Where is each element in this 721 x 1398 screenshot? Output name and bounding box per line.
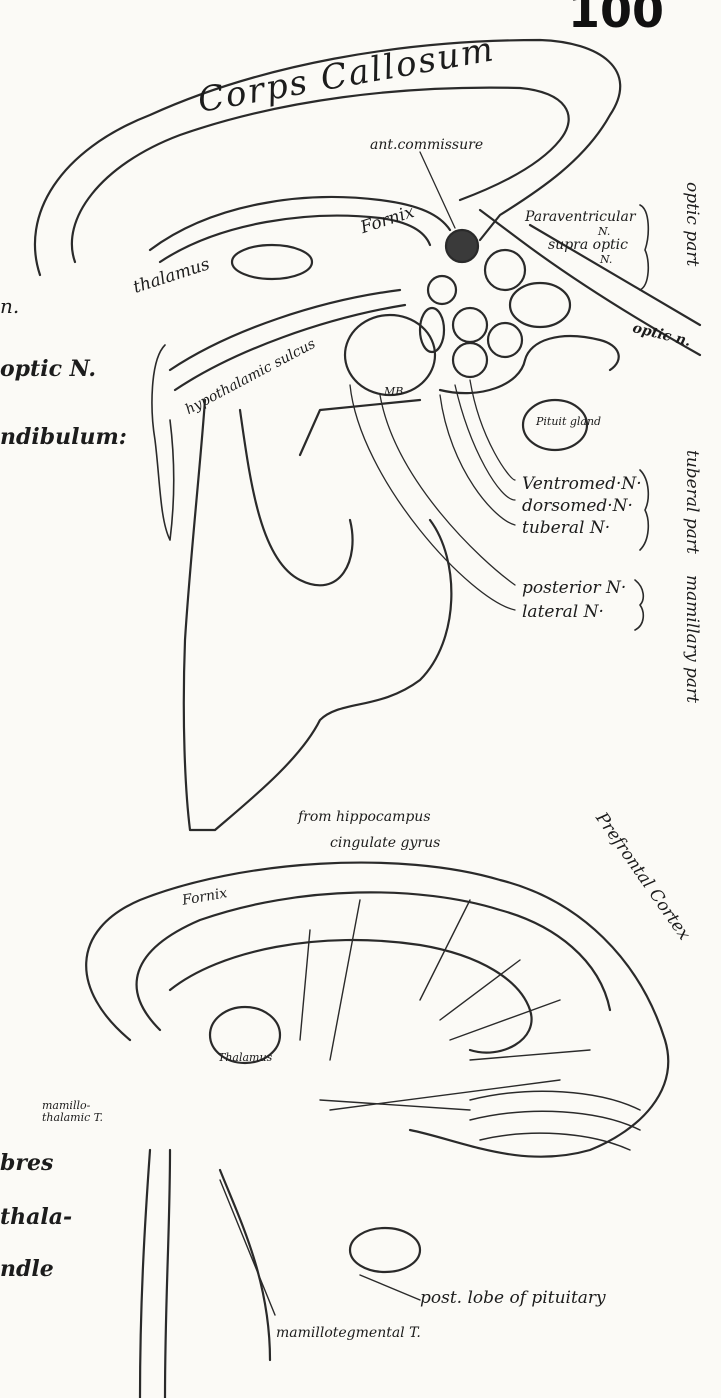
cerebellum-stripes [470,1091,640,1150]
supra-optic-n-label: N. [600,254,612,265]
nucleus-circle [488,323,522,357]
mamillo-thalamic-label: mamillo-thalamic T. [42,1100,122,1123]
mamillary-body-outline [345,315,435,395]
paraventricular-nucleus [485,250,525,290]
brace-optic [640,205,648,290]
optic-part-label: optic part [683,182,700,266]
arrows-prefrontal [420,900,590,1060]
ventricle-outline [184,400,452,830]
brain-inner-gyrus [137,892,610,1030]
ventromed-label: Ventromed·N· [522,476,642,493]
from-hippocampus-label: from hippocampus [298,810,431,824]
corpus-callosum-inner [72,88,569,262]
post-lobe-label: post. lobe of pituitary [420,1290,606,1307]
nucleus-circle [453,343,487,377]
left-thala-label: thala- [0,1206,72,1228]
callosum-arch-bottom [170,940,532,1053]
hypothalamic-sulcus [170,290,405,390]
nucleus-circle [428,276,456,304]
mamillary-part-label: mamillary part [683,575,700,703]
thalamus-bottom-label: Thalamus [218,1052,272,1063]
ant-commissure-dot [446,230,478,262]
left-bracket [152,345,174,540]
nucleus-ellipse [420,308,444,352]
tuberal-part-label: tuberal part [683,450,700,554]
pituitary-posterior-lobe [350,1228,420,1272]
left-na-label: n. [0,296,19,316]
cingulate-gyrus-label: cingulate gyrus [330,836,440,850]
posterior-n-label: posterior N· [522,580,626,597]
paraventricular-n-label: N. [598,226,610,237]
fibre-lines [220,900,560,1315]
supra-optic-nucleus [510,283,570,327]
mamillotegmental-label: mamillotegmental T. [276,1326,421,1340]
left-optic-n-label: optic N. [0,358,96,380]
page-number: 100 [568,0,664,34]
mb-label: MB [384,386,403,397]
brain-outer-outline [86,863,668,1157]
pituit-gland-label: Pituit gland [536,416,601,427]
lateral-n-label: lateral N· [522,604,604,621]
ant-commissure-label: ant.commissure [370,138,483,152]
left-infundibulum-label: ndibulum: [0,426,127,448]
left-fibres-label: bres [0,1152,53,1174]
supra-optic-label: supra optic [548,238,628,252]
paraventricular-label: Paraventricular [525,210,636,224]
thalamus-outline [232,245,312,279]
nucleus-circle [453,308,487,342]
dorsomed-label: dorsomed·N· [522,498,633,515]
infundibulum-outline [440,336,619,393]
left-ndle-label: ndle [0,1258,54,1280]
brace-mamillary [635,580,643,630]
brainstem-outline [140,1150,270,1398]
tuberal-n-label: tuberal N· [522,520,610,537]
